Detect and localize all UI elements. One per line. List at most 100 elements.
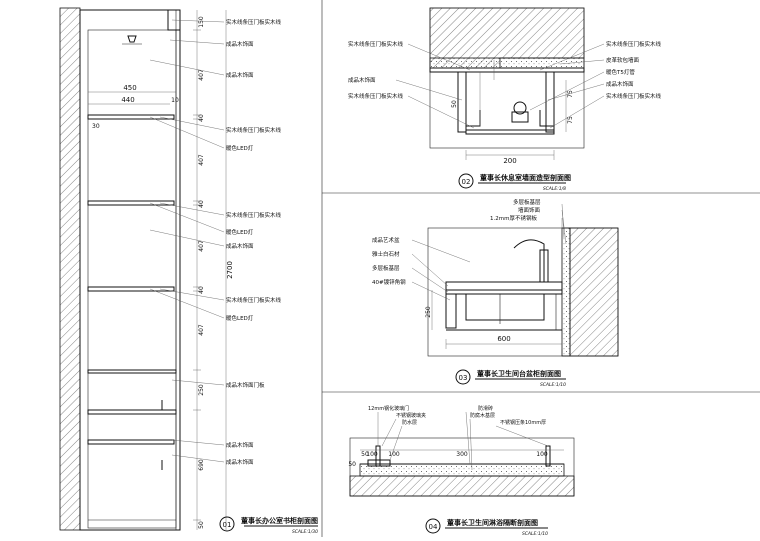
leaders-04 [377,411,549,471]
sheet-dividers [321,0,760,537]
annotation-text: 成品木饰面 [606,80,634,88]
annotation-text: 实木线条压门板实木线 [606,40,662,48]
annotation-text: 成品木饰面 [226,40,254,48]
dim-600: 600 [497,335,510,343]
annotation-text: 实木线条压门板实木线 [226,126,282,134]
leaders-02 [395,43,605,129]
faucet-icon [513,239,549,283]
annotation-text: 407 [198,240,205,252]
dim-ticks [193,29,201,521]
dim-440: 440 [121,96,134,104]
detail-02: 200 50 75 75 实木线条压门板实木线 成品木饰面 实木线条压门板实木线… [348,7,662,192]
annotation-text: 多层板基层 [513,198,541,206]
annotation-text: 75 [567,90,574,98]
dim-total-2700: 2700 [226,261,234,279]
annotation-text: 407 [198,154,205,166]
annotation-text: 实木线条压门板实木线 [348,40,404,48]
annotation-text: 成品木饰面 [348,76,376,84]
annotation-text: 不锈钢压条10mm厚 [500,419,546,426]
floor-hatch-04 [349,475,575,497]
annotation-text: 实木线条压门板实木线 [348,92,404,100]
annotation-text: 成品艺术盆 [372,236,400,244]
dims-right: 150 407 40 407 40 407 40 407 250 690 50 [198,16,205,529]
labels-02-left: 实木线条压门板实木线 成品木饰面 实木线条压门板实木线 [348,40,404,100]
annotation-text: 暖色T5灯管 [606,68,635,76]
detail-01: 450 440 10 30 150 407 40 407 40 407 40 [59,7,318,535]
annotation-text: 董事长休息室墙面造型剖面图 [480,173,571,182]
dim-mark-30: 30 [92,123,100,130]
detail-scale: SCALE:1/30 [292,529,318,535]
annotation-text: 50 [451,100,458,108]
detail-04: 50 50 100 100 300 100 12mm钢化玻璃门 不锈钢玻璃夹 防… [348,405,575,537]
annotation-text: 02 [462,178,471,186]
annotation-text: 1.2mm厚不锈钢板 [490,214,537,222]
labels-04: 12mm钢化玻璃门 不锈钢玻璃夹 防水层 防滑砖 防腐木基层 不锈钢压条10mm… [368,405,546,426]
title-block-03: 03 董事长卫生间台盆柜剖面图 SCALE:1/10 [455,369,566,388]
annotation-text: 成品木饰面门板 [226,381,265,389]
annotation-text: 皮革软包墙面 [606,56,640,64]
annotation-text: 50 [348,461,356,468]
annotation-text: 12mm钢化玻璃门 [368,405,409,412]
annotation-text: 暖色LED灯 [226,314,254,322]
detail-03: 600 250 成品艺术盆 雅士白石材 多层板基层 40#镀锌角钢 多层板基层 … [372,198,619,388]
ceiling-light-icon [122,35,142,45]
annotation-text: 40#镀锌角钢 [372,278,406,286]
title-block-04: 04 董事长卫生间淋浴隔断剖面图 SCALE:1/10 [425,518,548,537]
shelves [87,114,177,521]
title-block-01: 董事长办公室书柜剖面图 SCALE:1/30 01 [219,516,318,535]
annotation-text: 50 [198,521,205,529]
annotation-text: 防滑砖 [478,405,493,412]
annotation-text: 150 [198,16,205,28]
annotation-text: SCALE:1/8 [543,186,566,192]
detail-number: 01 [223,521,232,529]
annotation-text: SCALE:1/10 [522,531,548,537]
t5-lamp-icon [511,101,529,123]
annotation-text: 407 [198,324,205,336]
annotation-text: 成品木饰面 [226,458,254,466]
labels-01: 实木线条压门板实木线 成品木饰面 成品木饰面 实木线条压门板实木线 暖色LED灯… [226,18,282,466]
annotation-text: 100 [366,451,378,458]
annotation-text: 成品木饰面 [226,441,254,449]
annotation-text: 100 [536,451,548,458]
annotation-text: 40 [198,286,205,294]
annotation-text: 董事长卫生间淋浴隔断剖面图 [447,518,538,527]
annotation-text: 实木线条压门板实木线 [226,296,282,304]
bookcase-outline [79,9,181,531]
annotation-text: 75 [567,116,574,124]
detail-title: 董事长办公室书柜剖面图 [241,516,318,525]
title-block-02: 02 董事长休息室墙面造型剖面图 SCALE:1/8 [458,173,571,192]
annotation-text: 40 [198,114,205,122]
annotation-text: 300 [456,451,468,458]
basin-icon [465,294,545,324]
annotation-text: 成品木饰面 [226,71,254,79]
annotation-text: 50 [361,451,369,458]
annotation-text: 100 [388,451,400,458]
annotation-text: 多层板基层 [372,264,400,272]
leaders-03 [411,203,567,301]
annotation-text: 成品木饰面 [226,242,254,250]
annotation-text: 董事长卫生间台盆柜剖面图 [477,369,561,378]
annotation-text: 407 [198,69,205,81]
annotation-text: 40 [198,200,205,208]
labels-02-right: 实木线条压门板实木线 皮革软包墙面 暖色T5灯管 成品木饰面 实木线条压门板实木… [606,40,662,100]
wall-hatch-left [59,7,81,531]
annotation-text: 690 [198,459,205,471]
annotation-text: 暖色LED灯 [226,144,254,152]
annotation-text: 墙面饰面 [518,206,541,214]
dim-450: 450 [123,84,136,92]
annotation-text: 03 [459,374,468,382]
wall-hatch-03 [569,227,619,357]
annotation-text: 实木线条压门板实木线 [606,92,662,100]
annotation-text: 防水层 [402,419,417,426]
dims-04: 50 50 100 100 300 100 [348,451,548,468]
leaders-01 [149,19,225,463]
annotation-text: 雅士白石材 [372,250,400,258]
annotation-text: 04 [429,523,438,531]
labels-03-right: 多层板基层 墙面饰面 1.2mm厚不锈钢板 [490,198,541,222]
annotation-text: 250 [425,306,432,318]
annotation-text: 实木线条压门板实木线 [226,211,282,219]
annotation-text: 防腐木基层 [470,412,495,419]
annotation-text: SCALE:1/10 [540,382,566,388]
